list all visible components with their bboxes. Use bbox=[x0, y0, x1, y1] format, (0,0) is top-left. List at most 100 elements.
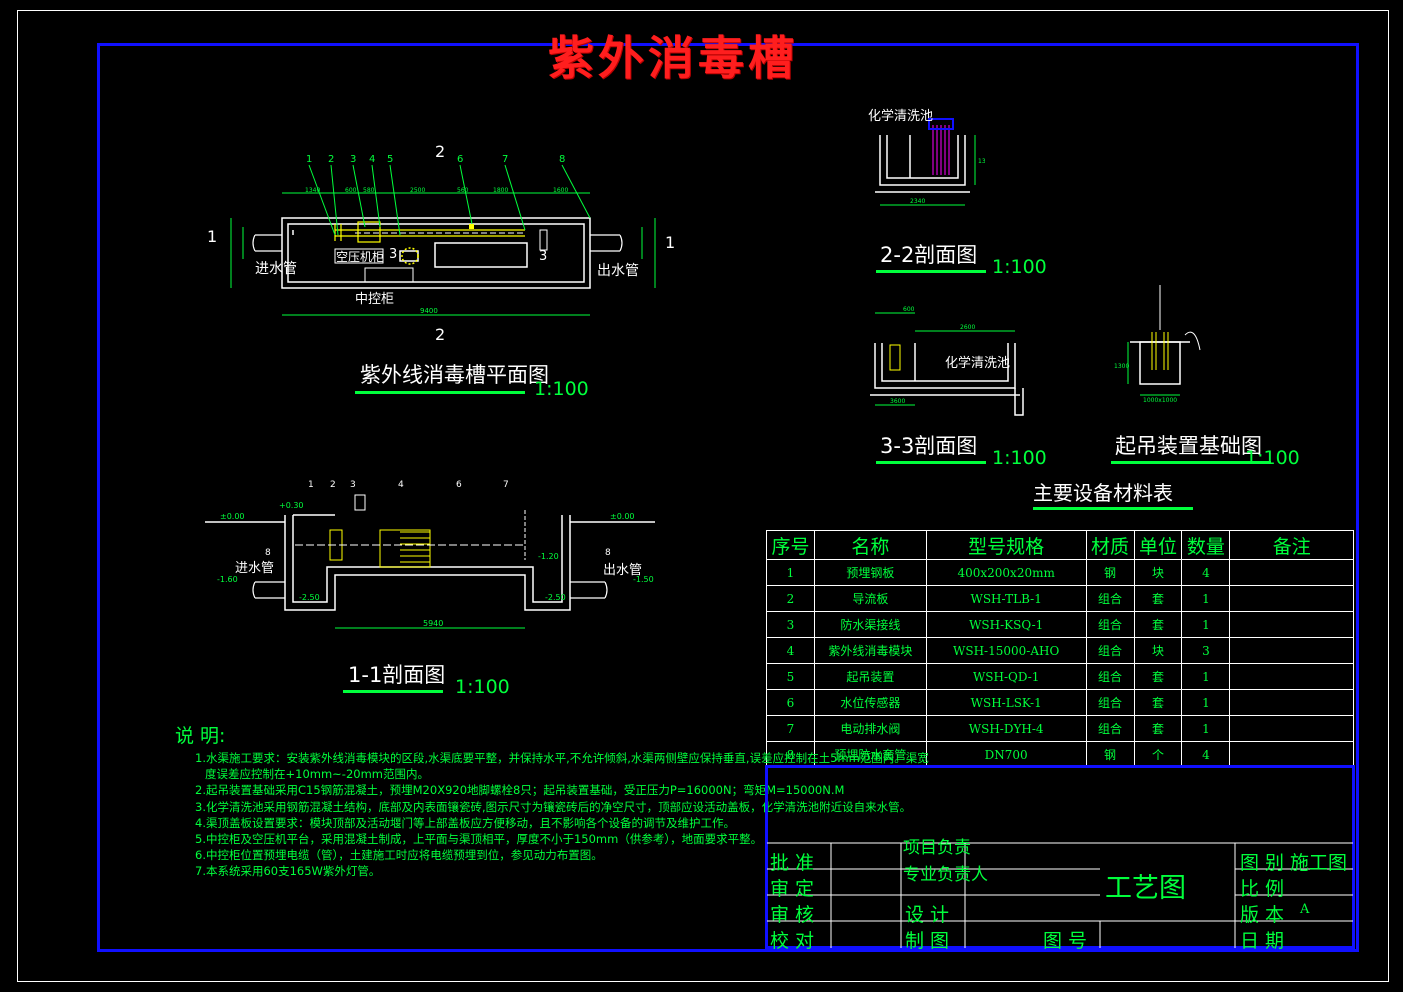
section11-outlet-label: 出水管 bbox=[603, 563, 642, 578]
hoist-dim-base: 1000x1000 bbox=[1143, 397, 1177, 404]
materials-title: 主要设备材料表 bbox=[1033, 481, 1173, 505]
cell: 1 bbox=[766, 559, 815, 586]
cell: 1 bbox=[1181, 585, 1231, 612]
section33-caption: 3-3剖面图 bbox=[880, 434, 978, 458]
section-3-3-view: 600 2600 3600 化学清洗池 bbox=[870, 306, 1024, 416]
svg-text:2: 2 bbox=[330, 480, 336, 490]
drawing-title: 紫外消毒槽 bbox=[548, 31, 798, 85]
cell: 2 bbox=[766, 585, 815, 612]
svg-text:1: 1 bbox=[306, 154, 312, 165]
tb-category: 施工图 bbox=[1290, 852, 1348, 874]
section33-dim-3: 3600 bbox=[890, 398, 905, 405]
section11-caption-underline bbox=[343, 690, 443, 693]
tb-scale-label: 比 例 bbox=[1240, 878, 1285, 900]
svg-text:8: 8 bbox=[605, 548, 611, 558]
cell: 400x200x20mm bbox=[925, 559, 1087, 586]
section22-scale: 1:100 bbox=[992, 256, 1047, 278]
cell: 起吊装置 bbox=[813, 663, 927, 690]
svg-text:4: 4 bbox=[398, 480, 404, 490]
level-3: -1.20 bbox=[538, 552, 559, 561]
sheet-border bbox=[17, 10, 1389, 982]
tb-drawing-no: 图 号 bbox=[1043, 930, 1088, 952]
cell: 4 bbox=[1181, 741, 1231, 768]
cell: 防水渠接线 bbox=[813, 611, 927, 638]
header-cell: 型号规格 bbox=[925, 530, 1087, 560]
svg-text:560: 560 bbox=[457, 187, 469, 194]
svg-text:9400: 9400 bbox=[420, 307, 438, 315]
plan-compressor-label: 空压机柜 bbox=[336, 250, 384, 264]
cell: 1 bbox=[1181, 663, 1231, 690]
cell: 紫外线消毒模块 bbox=[813, 637, 927, 664]
section11-dim: 5940 bbox=[423, 619, 443, 628]
cell: 块 bbox=[1133, 559, 1183, 586]
hoist-scale: 1:100 bbox=[1245, 447, 1300, 469]
section-1-1-view: ±0.00 +0.30 -1.20 -1.60 -2.50 -2.50 ±0.0… bbox=[205, 480, 655, 629]
cell: 预埋防水套管 bbox=[813, 741, 927, 768]
cell: WSH-KSQ-1 bbox=[925, 611, 1087, 638]
cell: 组合 bbox=[1085, 715, 1135, 742]
section33-dim-2: 2600 bbox=[960, 324, 975, 331]
cell: 块 bbox=[1133, 637, 1183, 664]
tb-date-label: 日 期 bbox=[1240, 930, 1285, 952]
section33-caption-underline bbox=[876, 461, 986, 464]
materials-header-row: 序号 名称 型号规格 材质 单位 数量 备注 bbox=[766, 530, 1354, 560]
tb-drawing-name: 工艺图 bbox=[1105, 873, 1186, 904]
note-item: 1.水渠施工要求：安装紫外线消毒模块的区段,水渠底要平整，并保持水平,不允许倾斜… bbox=[195, 751, 929, 765]
svg-text:1: 1 bbox=[665, 233, 675, 252]
cell: 组合 bbox=[1085, 637, 1135, 664]
cell: WSH-15000-AHO bbox=[925, 637, 1087, 664]
drawing-frame bbox=[97, 43, 1359, 952]
svg-text:6: 6 bbox=[456, 480, 462, 490]
header-cell: 名称 bbox=[813, 530, 927, 560]
note-item: 4.渠顶盖板设置要求：模块顶部及活动堰门等上部盖板应方便移动，且不影响各个设备的… bbox=[195, 815, 735, 830]
svg-text:3: 3 bbox=[350, 154, 356, 165]
section11-scale: 1:100 bbox=[455, 676, 510, 698]
cell bbox=[1229, 715, 1354, 742]
header-cell: 序号 bbox=[766, 530, 815, 560]
svg-text:7: 7 bbox=[503, 480, 509, 490]
svg-text:3: 3 bbox=[350, 480, 356, 490]
cell: 组合 bbox=[1085, 689, 1135, 716]
tb-review: 审 核 bbox=[770, 904, 815, 926]
cell: 1 bbox=[1181, 689, 1231, 716]
tb-category-label: 图 别 bbox=[1240, 852, 1285, 874]
note-item: 度误差应控制在+10mm~-20mm范围内。 bbox=[205, 767, 429, 782]
hoist-foundation-view: 1000x1000 1300 bbox=[1114, 285, 1201, 404]
section33-scale: 1:100 bbox=[992, 447, 1047, 469]
cell: 4 bbox=[766, 637, 815, 664]
svg-text:3: 3 bbox=[389, 247, 397, 262]
cell: 3 bbox=[1181, 637, 1231, 664]
materials-title-underline bbox=[1033, 507, 1193, 510]
cell: 套 bbox=[1133, 715, 1183, 742]
cell: 个 bbox=[1133, 741, 1183, 768]
cell: 预埋钢板 bbox=[813, 559, 927, 586]
cell: 套 bbox=[1133, 611, 1183, 638]
cell: WSH-LSK-1 bbox=[925, 689, 1087, 716]
tb-version: A bbox=[1300, 902, 1310, 917]
cell: WSH-QD-1 bbox=[925, 663, 1087, 690]
section11-inlet-label: 进水管 bbox=[235, 561, 274, 576]
svg-text:6: 6 bbox=[457, 154, 463, 165]
header-cell: 备注 bbox=[1229, 530, 1354, 560]
section33-dim-1: 600 bbox=[903, 306, 915, 313]
cell bbox=[1229, 559, 1354, 586]
svg-text:1340: 1340 bbox=[305, 187, 320, 194]
cell: 7 bbox=[766, 715, 815, 742]
svg-text:7: 7 bbox=[502, 154, 508, 165]
header-cell: 材质 bbox=[1085, 530, 1135, 560]
svg-text:3: 3 bbox=[539, 249, 547, 264]
svg-text:1: 1 bbox=[207, 227, 217, 246]
plan-control-label: 中控柜 bbox=[355, 292, 394, 307]
cell: WSH-TLB-1 bbox=[925, 585, 1087, 612]
section33-label: 化学清洗池 bbox=[945, 355, 1010, 371]
cell bbox=[1229, 741, 1354, 768]
cell: WSH-DYH-4 bbox=[925, 715, 1087, 742]
hoist-dim-height: 1300 bbox=[1114, 363, 1129, 370]
cell: 组合 bbox=[1085, 585, 1135, 612]
